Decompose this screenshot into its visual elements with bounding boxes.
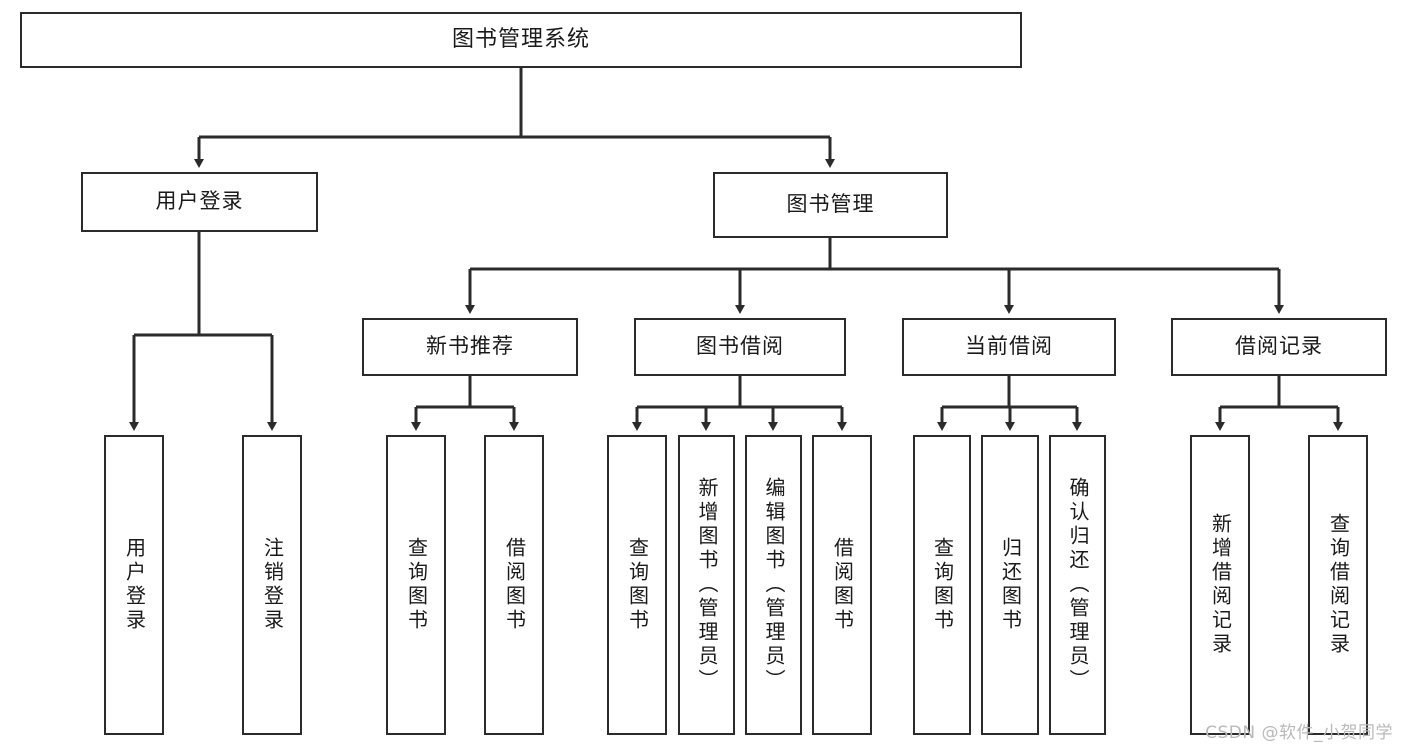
node-leaf-logout-label: 注销登录: [260, 537, 285, 633]
node-leaf-query-book-2-label: 查询图书: [625, 537, 650, 633]
node-leaf-edit-book-label: 编辑图书（管理员）: [762, 477, 786, 693]
node-root[interactable]: 图书管理系统: [20, 12, 1022, 68]
node-leaf-borrow-book-1[interactable]: 借阅图书: [484, 435, 544, 735]
node-leaf-add-book[interactable]: 新增图书（管理员）: [678, 435, 735, 735]
node-leaf-edit-book[interactable]: 编辑图书（管理员）: [745, 435, 802, 735]
node-leaf-borrow-book-2[interactable]: 借阅图书: [812, 435, 872, 735]
node-leaf-user-login-label: 用户登录: [122, 537, 147, 633]
node-leaf-logout[interactable]: 注销登录: [242, 435, 302, 735]
node-leaf-user-login[interactable]: 用户登录: [104, 435, 164, 735]
node-leaf-query-book-1-label: 查询图书: [404, 537, 429, 633]
node-current-borrow-label: 当前借阅: [965, 334, 1053, 359]
node-leaf-borrow-book-1-label: 借阅图书: [502, 537, 527, 633]
node-leaf-return-book[interactable]: 归还图书: [981, 435, 1039, 735]
node-leaf-add-record[interactable]: 新增借阅记录: [1190, 435, 1250, 735]
node-leaf-query-book-2[interactable]: 查询图书: [607, 435, 667, 735]
node-new-book-rec[interactable]: 新书推荐: [362, 318, 578, 376]
node-leaf-query-book-3[interactable]: 查询图书: [913, 435, 971, 735]
node-current-borrow[interactable]: 当前借阅: [902, 318, 1116, 376]
node-user-login-label: 用户登录: [155, 189, 244, 214]
node-book-manage-label: 图书管理: [786, 192, 875, 217]
node-borrow-record-label: 借阅记录: [1235, 334, 1323, 359]
node-leaf-confirm-return-label: 确认归还（管理员）: [1066, 477, 1090, 693]
node-leaf-query-book-3-label: 查询图书: [930, 537, 955, 633]
node-leaf-confirm-return[interactable]: 确认归还（管理员）: [1049, 435, 1106, 735]
node-new-book-rec-label: 新书推荐: [426, 334, 514, 359]
node-leaf-add-record-label: 新增借阅记录: [1208, 513, 1233, 657]
node-leaf-query-record[interactable]: 查询借阅记录: [1308, 435, 1368, 735]
node-leaf-borrow-book-2-label: 借阅图书: [830, 537, 855, 633]
node-leaf-return-book-label: 归还图书: [998, 537, 1023, 633]
node-leaf-add-book-label: 新增图书（管理员）: [695, 477, 719, 693]
node-root-label: 图书管理系统: [451, 26, 590, 52]
node-leaf-query-book-1[interactable]: 查询图书: [386, 435, 446, 735]
node-book-borrow[interactable]: 图书借阅: [634, 318, 846, 376]
node-user-login[interactable]: 用户登录: [81, 172, 318, 232]
node-book-manage[interactable]: 图书管理: [713, 172, 948, 238]
node-borrow-record[interactable]: 借阅记录: [1171, 318, 1387, 376]
watermark-text: CSDN @软件_小贺同学: [1205, 723, 1393, 743]
node-book-borrow-label: 图书借阅: [696, 334, 784, 359]
node-leaf-query-record-label: 查询借阅记录: [1326, 513, 1351, 657]
